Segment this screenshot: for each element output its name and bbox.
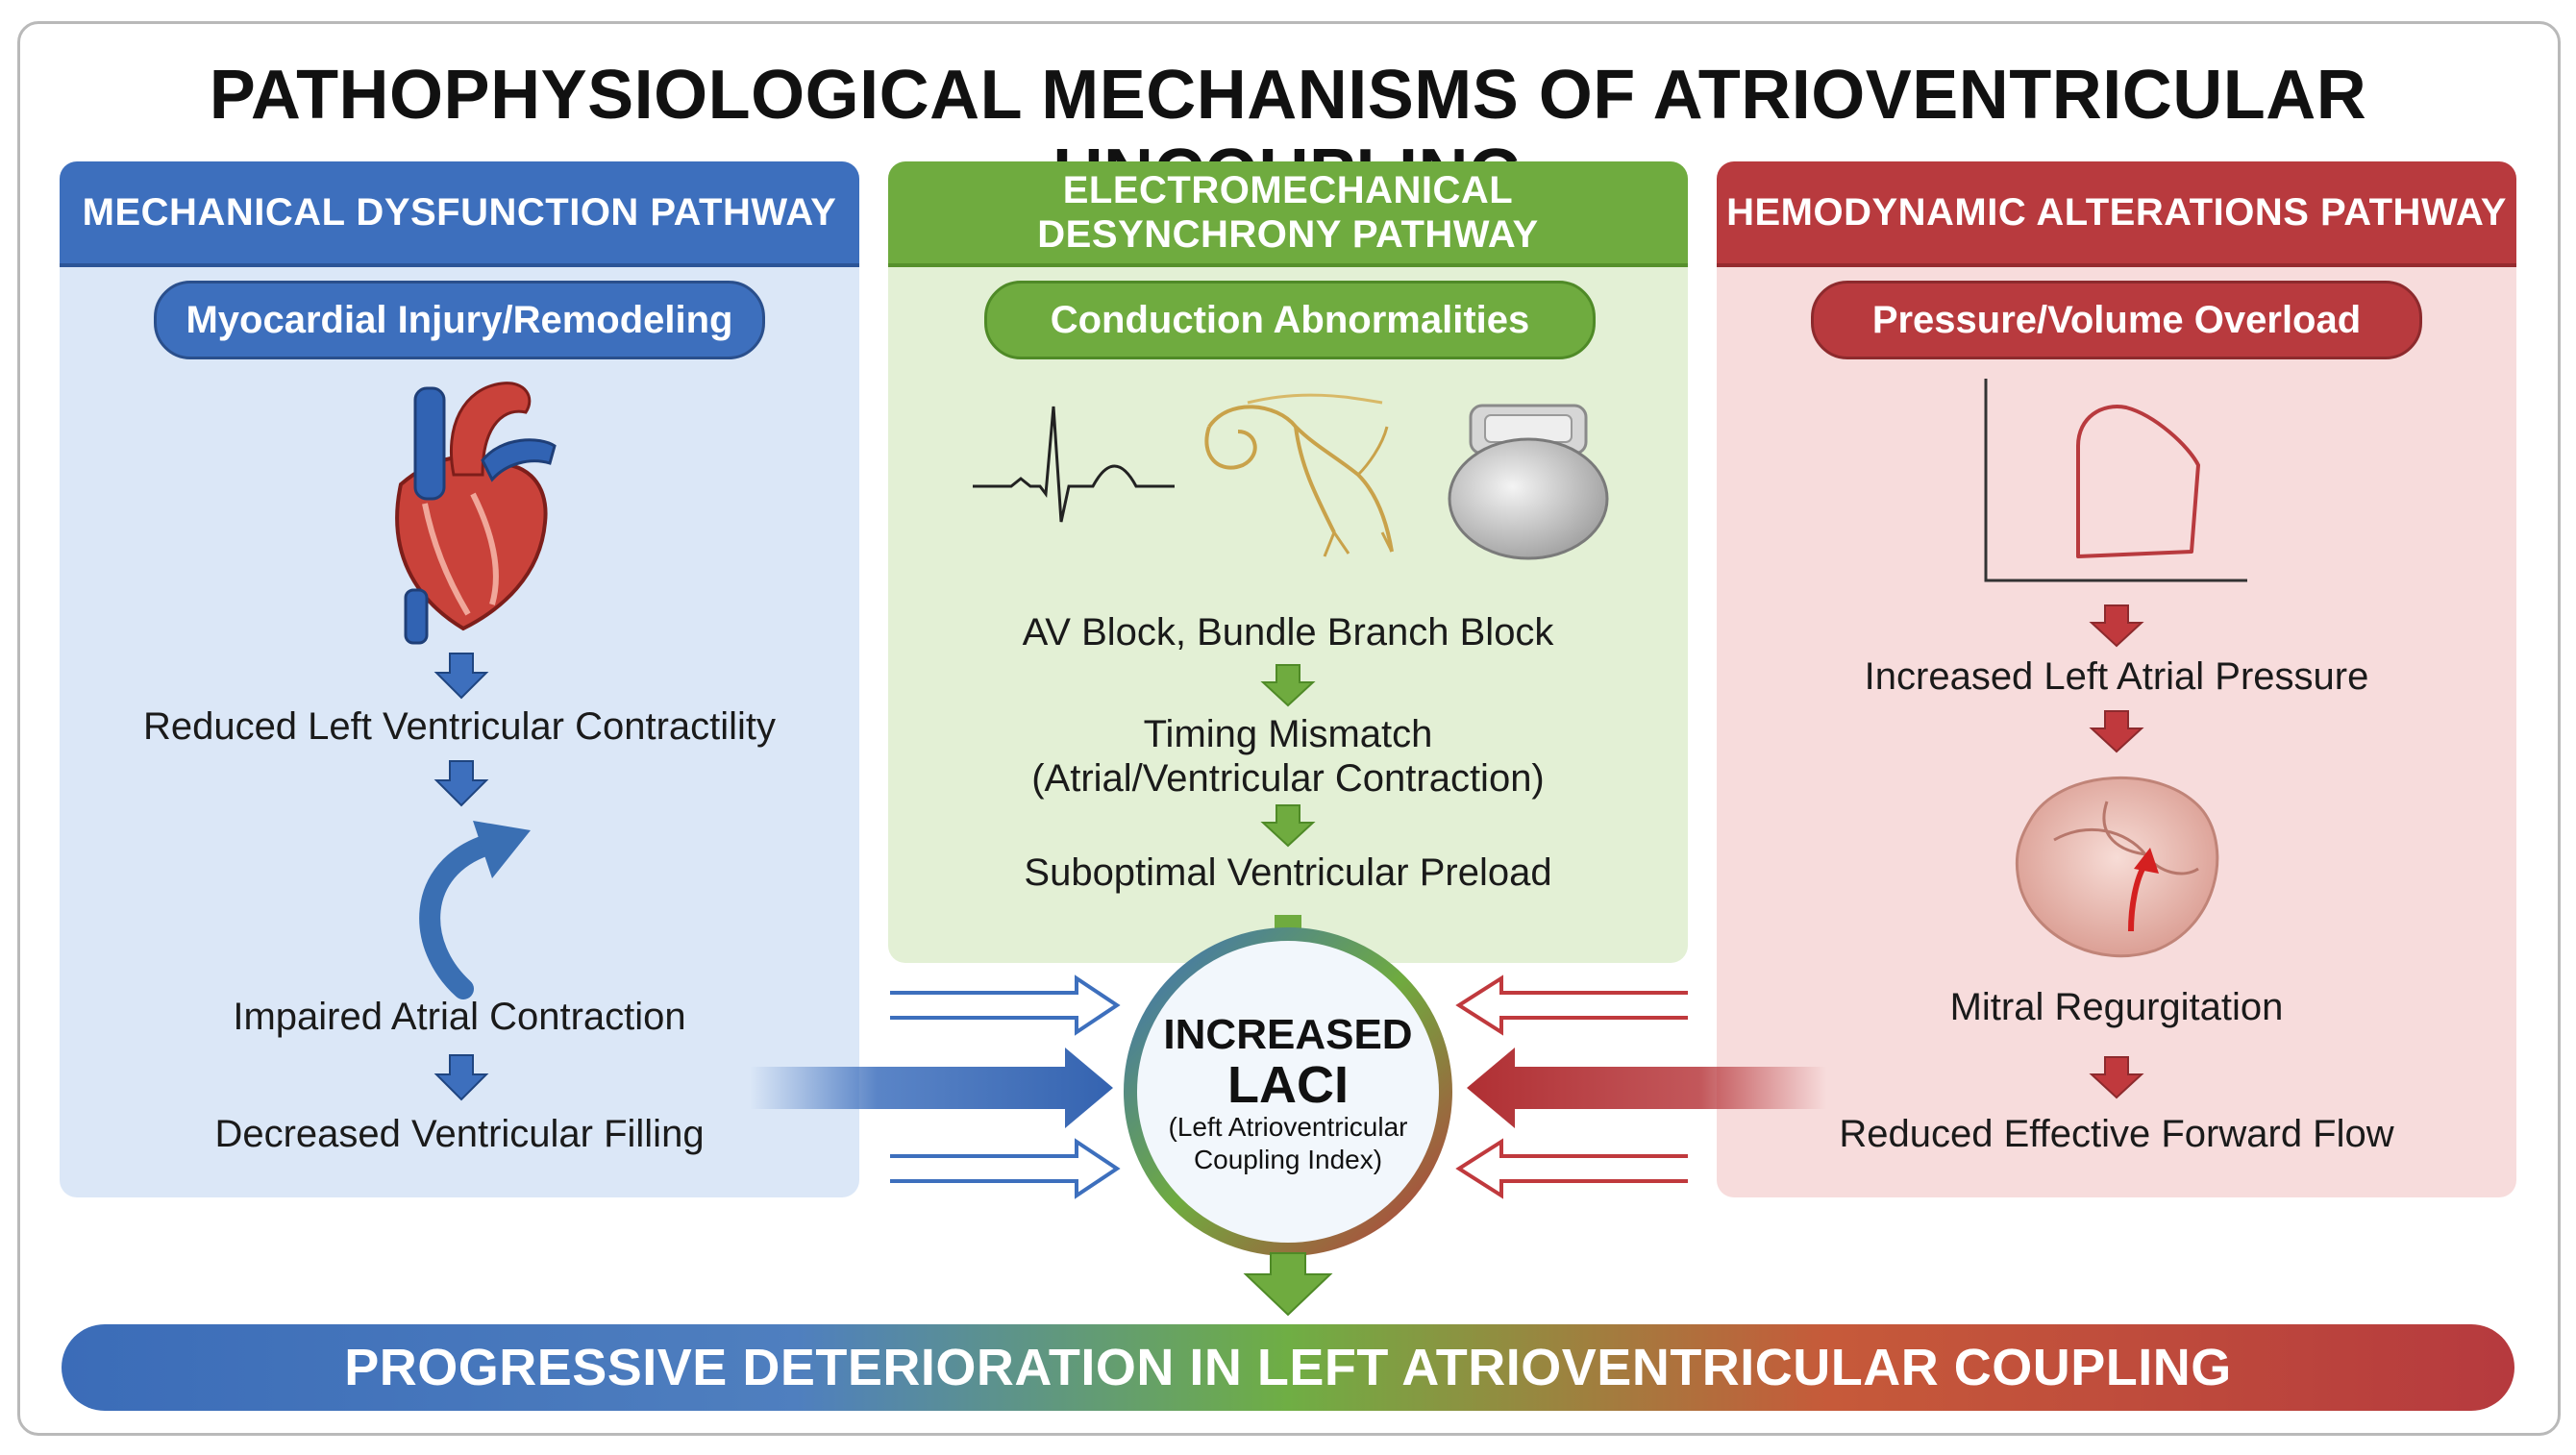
hemodynamic-panel: HEMODYNAMIC ALTERATIONS PATHWAY Pressure… bbox=[1717, 161, 2516, 1197]
laci-label-increased: INCREASED bbox=[1163, 1011, 1413, 1058]
bottom-banner: PROGRESSIVE DETERIORATION IN LEFT ATRIOV… bbox=[62, 1324, 2514, 1411]
electromechanical-header-line1: ELECTROMECHANICAL bbox=[1062, 169, 1514, 211]
mechanical-header: MECHANICAL DYSFUNCTION PATHWAY bbox=[60, 161, 859, 267]
laci-definition-line2: Coupling Index) bbox=[1193, 1145, 1383, 1174]
hemodynamic-step-2: Mitral Regurgitation bbox=[1949, 986, 2284, 1028]
mechanical-trigger-pill: Myocardial Injury/Remodeling bbox=[154, 281, 765, 359]
pv-loop-icon bbox=[1984, 379, 2247, 582]
laci-output-arrow bbox=[1243, 1252, 1333, 1317]
electromechanical-header: ELECTROMECHANICAL DESYNCHRONY PATHWAY bbox=[888, 161, 1688, 267]
down-arrow-icon bbox=[433, 1054, 489, 1101]
laci-label-definition: (Left Atrioventricular Coupling Index) bbox=[1134, 1111, 1442, 1176]
hemodynamic-step-1: Increased Left Atrial Pressure bbox=[1864, 655, 2369, 698]
curved-arrow-icon bbox=[419, 821, 531, 999]
electromechanical-step-2-line2: (Atrial/Ventricular Contraction) bbox=[1031, 757, 1545, 800]
down-arrow-icon bbox=[1260, 804, 1316, 848]
electromechanical-step-2-line1: Timing Mismatch bbox=[1143, 713, 1433, 755]
down-arrow-icon bbox=[2089, 604, 2144, 648]
mechanical-panel: MECHANICAL DYSFUNCTION PATHWAY Myocardia… bbox=[60, 161, 859, 1197]
down-arrow-icon bbox=[2089, 1056, 2144, 1099]
electromechanical-step-1: AV Block, Bundle Branch Block bbox=[1022, 611, 1554, 654]
pacemaker-icon bbox=[1448, 404, 1609, 560]
mechanical-input-arrow-upper bbox=[890, 974, 1121, 1036]
hemodynamic-input-arrow-upper bbox=[1455, 974, 1688, 1036]
hemodynamic-input-arrow-lower bbox=[1455, 1138, 1688, 1199]
mitral-valve-icon bbox=[2015, 777, 2219, 958]
down-arrow-icon bbox=[433, 653, 489, 700]
electromechanical-panel: ELECTROMECHANICAL DESYNCHRONY PATHWAY Co… bbox=[888, 161, 1688, 963]
hemodynamic-input-arrow bbox=[1467, 1048, 1826, 1128]
conduction-system-icon bbox=[1204, 393, 1394, 557]
laci-node-ring bbox=[1124, 927, 1452, 1256]
electromechanical-step-3: Suboptimal Ventricular Preload bbox=[1024, 851, 1552, 894]
mechanical-input-arrow bbox=[750, 1048, 1113, 1128]
laci-label-laci: LACI bbox=[1227, 1056, 1349, 1114]
electromechanical-trigger-pill: Conduction Abnormalities bbox=[984, 281, 1596, 359]
heart-icon bbox=[395, 382, 557, 645]
down-arrow-icon bbox=[1260, 664, 1316, 707]
hemodynamic-header: HEMODYNAMIC ALTERATIONS PATHWAY bbox=[1717, 161, 2516, 267]
mechanical-input-arrow-lower bbox=[890, 1138, 1121, 1199]
down-arrow-icon bbox=[433, 760, 489, 807]
laci-definition-line1: (Left Atrioventricular bbox=[1168, 1112, 1408, 1142]
hemodynamic-trigger-pill: Pressure/Volume Overload bbox=[1811, 281, 2422, 359]
hemodynamic-step-3: Reduced Effective Forward Flow bbox=[1839, 1113, 2394, 1155]
ecg-icon bbox=[973, 406, 1175, 523]
mechanical-step-1: Reduced Left Ventricular Contractility bbox=[142, 705, 777, 748]
down-arrow-icon bbox=[2089, 710, 2144, 753]
mechanical-step-3: Decreased Ventricular Filling bbox=[214, 1113, 705, 1155]
mechanical-step-2: Impaired Atrial Contraction bbox=[233, 996, 686, 1038]
electromechanical-header-line2: DESYNCHRONY PATHWAY bbox=[1037, 213, 1539, 256]
